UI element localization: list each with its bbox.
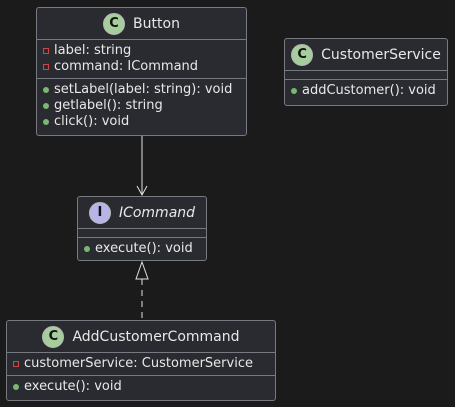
method-row: click(): void: [43, 114, 246, 130]
method-text: addCustomer(): void: [302, 83, 436, 98]
class-button[interactable]: C Button label: string command: ICommand…: [36, 7, 247, 136]
fields-section: [78, 229, 206, 238]
class-name: CustomerService: [321, 46, 441, 63]
private-visibility-icon: [43, 48, 49, 54]
class-header: C AddCustomerCommand: [7, 321, 275, 353]
class-header: I ICommand: [78, 197, 206, 229]
public-visibility-icon: [43, 87, 49, 93]
methods-section: execute(): void: [7, 376, 275, 398]
method-row: execute(): void: [13, 379, 275, 395]
method-row: execute(): void: [84, 241, 206, 257]
public-visibility-icon: [43, 119, 49, 125]
class-add-customer-command[interactable]: C AddCustomerCommand customerService: Cu…: [6, 320, 276, 401]
field-text: customerService: CustomerService: [24, 356, 253, 371]
public-visibility-icon: [43, 103, 49, 109]
interface-name: ICommand: [118, 204, 196, 221]
class-stereotype-icon: C: [42, 325, 65, 348]
method-text: execute(): void: [24, 379, 122, 394]
methods-section: addCustomer(): void: [285, 80, 447, 102]
methods-section: setLabel(label: string): void getlabel()…: [37, 79, 246, 133]
private-visibility-icon: [13, 361, 19, 367]
interface-stereotype-icon: I: [88, 201, 111, 224]
fields-section: customerService: CustomerService: [7, 353, 275, 376]
class-stereotype-icon: C: [291, 43, 314, 66]
fields-section: [285, 71, 447, 80]
class-customer-service[interactable]: C CustomerService addCustomer(): void: [284, 38, 448, 106]
field-row: command: ICommand: [43, 59, 246, 75]
field-text: label: string: [54, 43, 132, 58]
private-visibility-icon: [43, 64, 49, 70]
interface-icommand[interactable]: I ICommand execute(): void: [77, 196, 207, 261]
method-text: click(): void: [54, 114, 130, 129]
methods-section: execute(): void: [78, 238, 206, 260]
field-row: customerService: CustomerService: [13, 356, 275, 372]
class-name: AddCustomerCommand: [72, 328, 240, 345]
class-name: Button: [133, 15, 180, 32]
public-visibility-icon: [291, 88, 297, 94]
field-text: command: ICommand: [54, 59, 199, 74]
method-row: getlabel(): string: [43, 98, 246, 114]
association-arrowhead: [136, 185, 148, 197]
method-text: getlabel(): string: [54, 98, 163, 113]
public-visibility-icon: [13, 384, 19, 390]
method-row: setLabel(label: string): void: [43, 82, 246, 98]
public-visibility-icon: [84, 246, 90, 252]
method-row: addCustomer(): void: [291, 83, 447, 99]
field-row: label: string: [43, 43, 246, 59]
class-header: C Button: [37, 8, 246, 40]
realization-arrowhead: [135, 260, 149, 280]
method-text: setLabel(label: string): void: [54, 82, 233, 97]
fields-section: label: string command: ICommand: [37, 40, 246, 79]
method-text: execute(): void: [95, 241, 193, 256]
class-header: C CustomerService: [285, 39, 447, 71]
class-stereotype-icon: C: [103, 12, 126, 35]
